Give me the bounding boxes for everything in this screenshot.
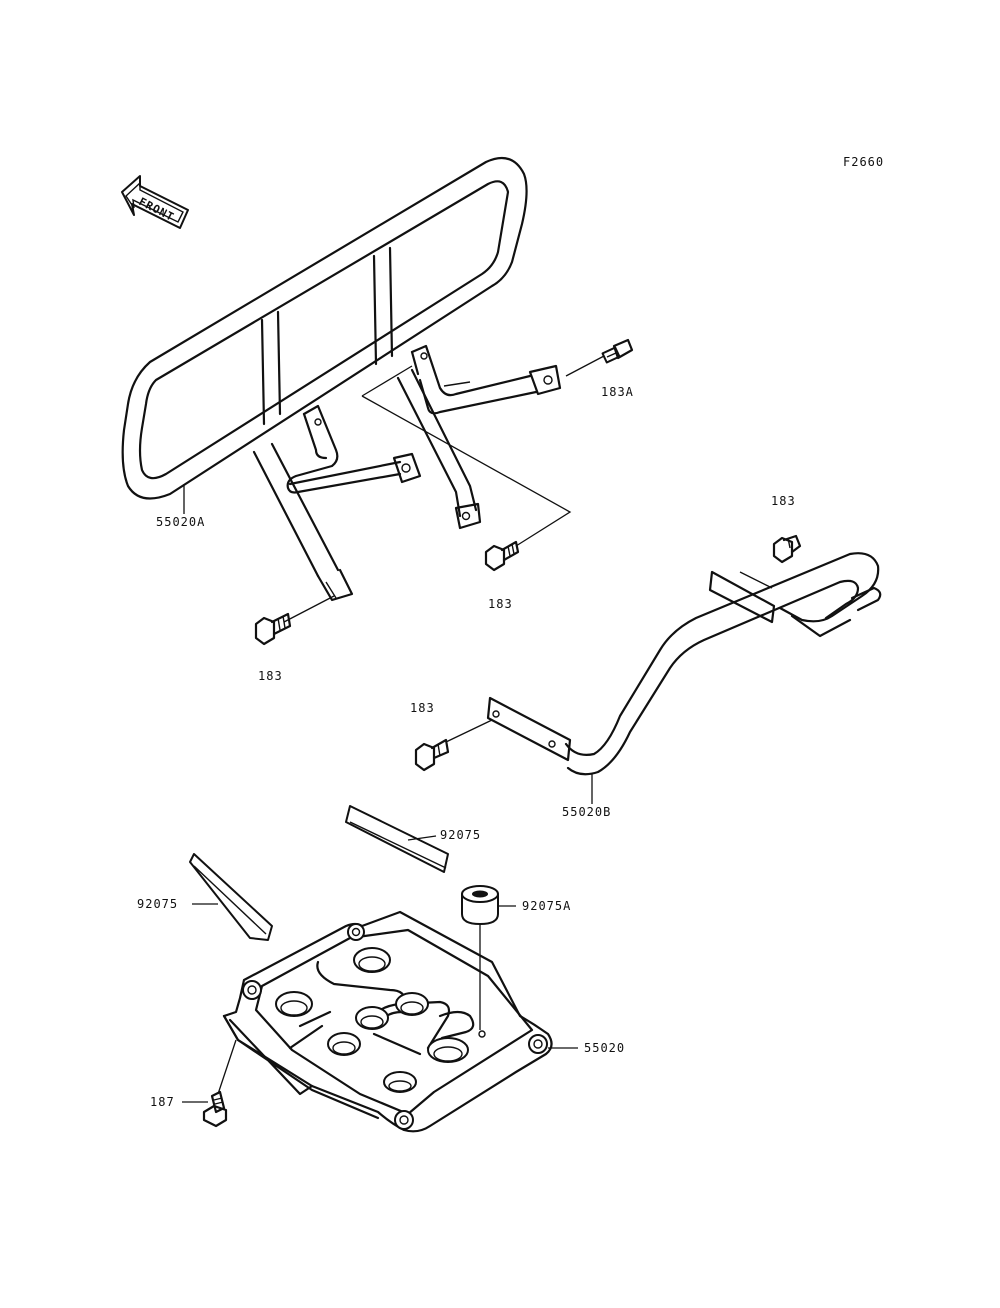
diagram-id: F2660: [843, 155, 884, 169]
bolt-183-right-icon: [772, 534, 802, 564]
pad-92075-left: [189, 853, 273, 941]
rear-guard-55020b: [445, 552, 882, 804]
skid-plate-55020: [217, 910, 578, 1133]
front-arrow-icon: FRONT: [121, 175, 189, 229]
bolt-183-center-icon: [484, 540, 520, 572]
bolt-183-left-icon: [254, 612, 292, 646]
bolt-183a-icon: [601, 338, 634, 364]
label-55020b: 55020B: [562, 805, 611, 819]
damper-92075a: [461, 885, 516, 1030]
label-92075a: 92075A: [522, 899, 571, 913]
label-187: 187: [150, 1095, 175, 1109]
bolt-183-rear-icon: [414, 738, 450, 772]
label-92075-left: 92075: [137, 897, 178, 911]
bolt-187-icon: [182, 1090, 228, 1128]
label-183-right: 183: [771, 494, 796, 508]
front-guard-55020a: [121, 156, 605, 623]
label-183-center: 183: [488, 597, 513, 611]
label-183a: 183A: [601, 385, 634, 399]
label-55020a: 55020A: [156, 515, 205, 529]
label-183-rear: 183: [410, 701, 435, 715]
label-183-left: 183: [258, 669, 283, 683]
pad-92075-upper: [345, 805, 449, 873]
label-55020: 55020: [584, 1041, 625, 1055]
label-92075-upper: 92075: [440, 828, 481, 842]
